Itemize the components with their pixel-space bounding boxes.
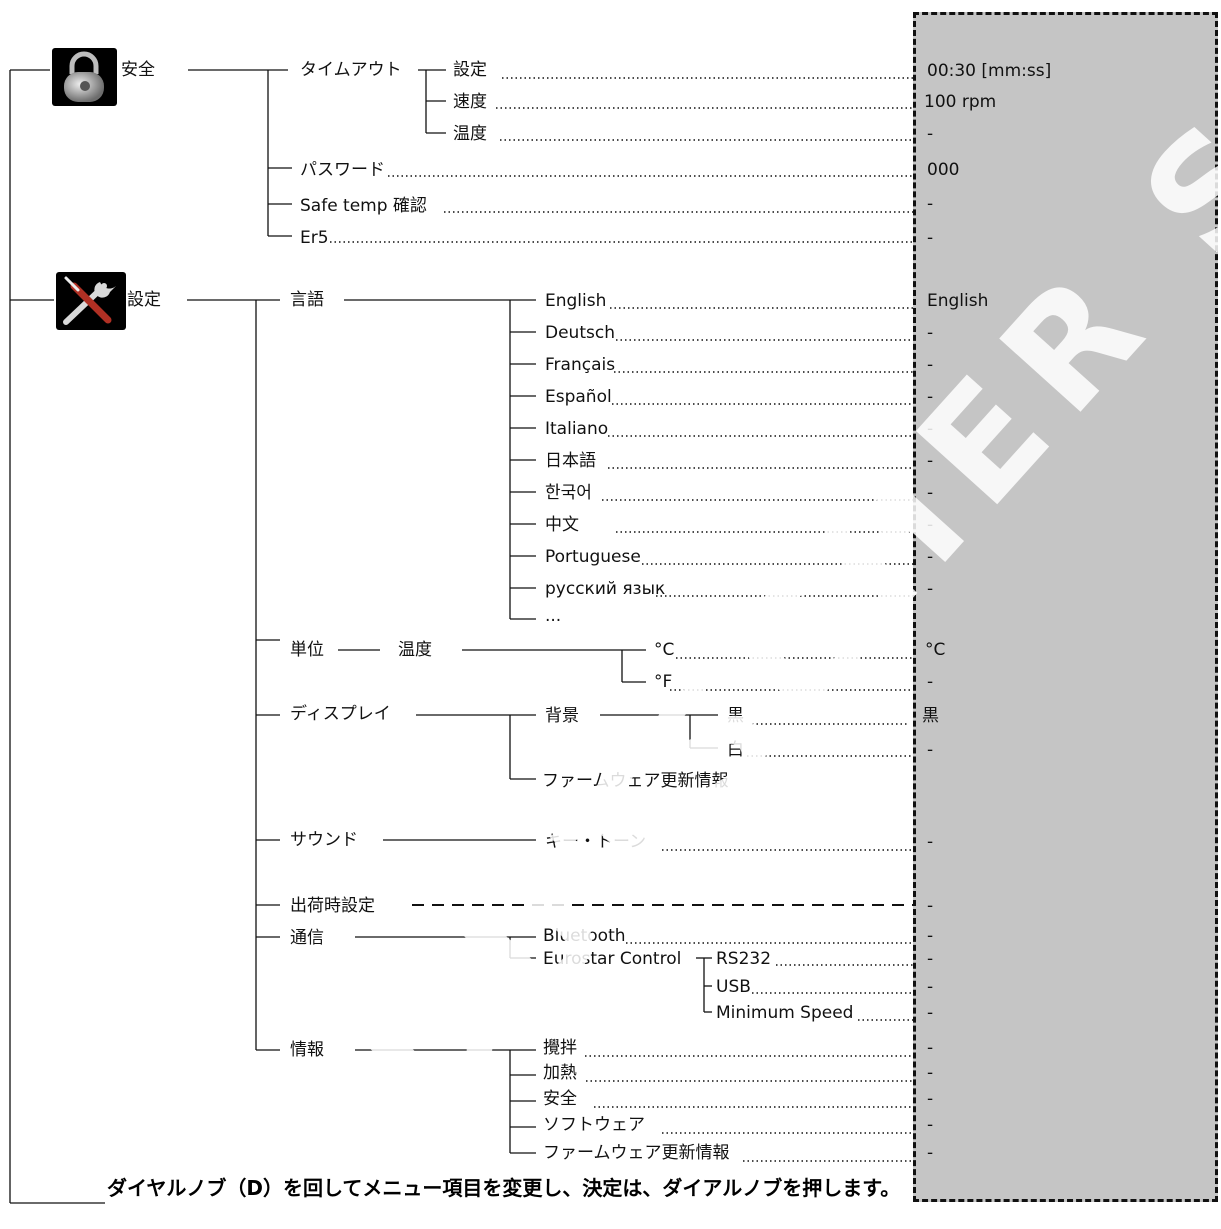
value-info-safety: - — [927, 1089, 934, 1109]
value-min-speed: - — [927, 1003, 934, 1023]
node-info-firmware[interactable]: ファームウェア更新情報 — [543, 1143, 730, 1163]
node-units-temp[interactable]: 温度 — [398, 640, 432, 660]
value-keytone: - — [927, 832, 934, 852]
value-rs232: - — [927, 949, 934, 969]
node-eurostar[interactable]: Eurostar Control — [543, 949, 682, 969]
value-timeout-temp: - — [927, 124, 934, 144]
value-lang: - — [927, 547, 934, 567]
node-white[interactable]: 白 — [727, 740, 744, 760]
value-bluetooth: - — [927, 926, 934, 946]
value-timeout-speed: 100 rpm — [924, 92, 997, 112]
value-safe-temp: - — [927, 194, 934, 214]
value-white: - — [927, 740, 934, 760]
node-display-firmware[interactable]: ファームウェア更新情報 — [542, 771, 729, 791]
value-info-heat: - — [927, 1063, 934, 1083]
node-min-speed[interactable]: Minimum Speed — [716, 1003, 854, 1023]
node-language[interactable]: 言語 — [290, 290, 324, 310]
node-timeout-speed[interactable]: 速度 — [453, 92, 487, 112]
value-panel — [913, 12, 1218, 1202]
node-units[interactable]: 単位 — [290, 640, 324, 660]
value-lang: - — [927, 515, 934, 535]
value-lang: English — [927, 291, 989, 311]
node-password[interactable]: パスワード — [300, 160, 385, 180]
lang-item-more: ... — [545, 606, 562, 626]
value-lang: - — [927, 419, 934, 439]
value-lang: - — [927, 323, 934, 343]
node-communication[interactable]: 通信 — [290, 928, 324, 948]
lang-item[interactable]: Français — [545, 355, 616, 375]
node-er5[interactable]: Er5 — [300, 228, 329, 248]
node-celsius[interactable]: °C — [654, 640, 675, 660]
value-lang: - — [927, 387, 934, 407]
padlock-icon — [52, 48, 117, 106]
node-timeout-temp[interactable]: 温度 — [453, 124, 487, 144]
footer-instruction: ダイヤルノブ（D）を回してメニュー項目を変更し、決定は、ダイアルノブを押します。 — [107, 1176, 901, 1200]
node-factory-reset[interactable]: 出荷時設定 — [290, 896, 375, 916]
node-info[interactable]: 情報 — [290, 1040, 324, 1060]
node-display[interactable]: ディスプレイ — [290, 704, 391, 724]
value-password: 000 — [927, 160, 960, 180]
node-black[interactable]: 黒 — [727, 706, 744, 726]
node-fahrenheit[interactable]: °F — [654, 672, 673, 692]
value-black: 黒 — [922, 706, 939, 726]
node-keytone[interactable]: キー・トーン — [545, 832, 647, 852]
lang-item[interactable]: Portuguese — [545, 547, 641, 567]
node-info-software[interactable]: ソフトウェア — [543, 1115, 645, 1135]
node-settings[interactable]: 設定 — [127, 290, 161, 310]
value-lang: - — [927, 451, 934, 471]
node-info-heat[interactable]: 加熱 — [543, 1063, 577, 1083]
node-security[interactable]: 安全 — [121, 60, 155, 80]
value-usb: - — [927, 977, 934, 997]
value-celsius: °C — [925, 640, 946, 660]
node-bluetooth[interactable]: Bluetooth — [543, 926, 626, 946]
node-info-stir[interactable]: 攪拌 — [543, 1038, 577, 1058]
lang-item[interactable]: English — [545, 291, 607, 311]
value-info-firmware: - — [927, 1143, 934, 1163]
node-sound[interactable]: サウンド — [290, 830, 358, 850]
value-lang: - — [927, 355, 934, 375]
lang-item[interactable]: 日本語 — [545, 451, 596, 471]
value-er5: - — [927, 228, 934, 248]
node-info-safety[interactable]: 安全 — [543, 1089, 577, 1109]
lang-item[interactable]: Italiano — [545, 419, 609, 439]
value-info-software: - — [927, 1115, 934, 1135]
screwdriver-wrench-icon — [56, 272, 126, 330]
node-safe-temp[interactable]: Safe temp 確認 — [300, 196, 427, 216]
value-timeout-setting: 00:30 [mm:ss] — [927, 61, 1052, 81]
node-timeout[interactable]: タイムアウト — [300, 60, 402, 80]
lang-item[interactable]: Español — [545, 387, 612, 407]
lang-item[interactable]: 한국어 — [545, 483, 592, 503]
lang-item[interactable]: Deutsch — [545, 323, 615, 343]
lang-item[interactable]: 中文 — [545, 515, 579, 535]
value-factory: - — [927, 896, 934, 916]
lang-item[interactable]: русский язык — [545, 579, 666, 599]
node-timeout-setting[interactable]: 設定 — [453, 60, 487, 80]
value-lang: - — [927, 483, 934, 503]
value-fahrenheit: - — [927, 672, 934, 692]
node-usb[interactable]: USB — [716, 977, 751, 997]
node-rs232[interactable]: RS232 — [716, 949, 772, 969]
node-background[interactable]: 背景 — [545, 706, 579, 726]
value-info-stir: - — [927, 1038, 934, 1058]
value-lang: - — [927, 579, 934, 599]
